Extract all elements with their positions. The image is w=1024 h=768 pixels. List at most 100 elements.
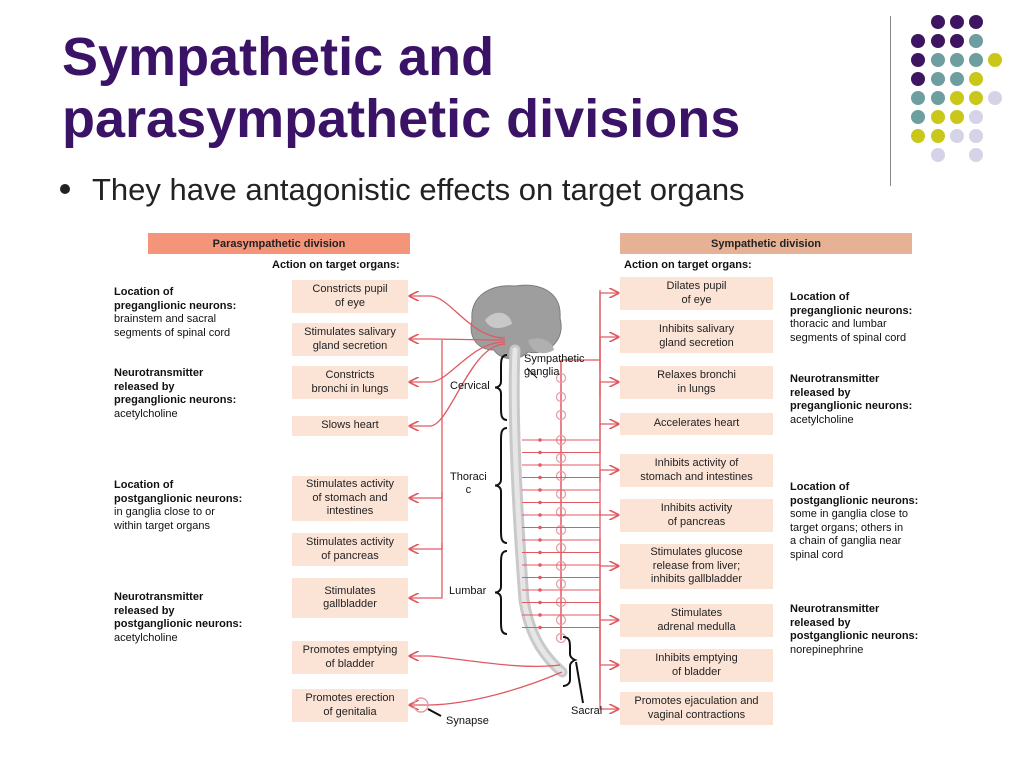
bullet-dot-icon	[60, 183, 70, 194]
sympathetic-action-box: Inhibits activity of stomach and intesti…	[620, 454, 773, 487]
decor-dot	[950, 129, 964, 143]
parasympathetic-note: Location of postganglionic neurons:in ga…	[114, 479, 242, 533]
nerve-dot	[538, 575, 542, 580]
nerve-dot	[538, 475, 542, 480]
cervical-label: Cervical	[450, 380, 490, 392]
decor-dot	[931, 148, 945, 162]
sacral-nerve-line	[410, 656, 561, 667]
decor-dot	[950, 34, 964, 48]
sympathetic-header: Sympathetic division	[620, 233, 912, 254]
decor-dot	[931, 72, 945, 86]
sympathetic-action-box: Accelerates heart	[620, 413, 773, 435]
ganglion-icon	[555, 506, 567, 518]
parasympathetic-nerve-line	[410, 339, 506, 340]
decor-dot	[931, 129, 945, 143]
nerve-dot	[538, 450, 542, 455]
decor-dot	[969, 91, 983, 105]
sympathetic-note-heading: Location of preganglionic neurons:	[790, 291, 913, 317]
synapse-label: Synapse	[446, 715, 489, 727]
parasympathetic-note-text: brainstem and sacral segments of spinal …	[114, 313, 231, 339]
decor-dot	[988, 53, 1002, 67]
sympathetic-nerve-line	[599, 424, 618, 454]
parasympathetic-note-text: acetylcholine	[114, 631, 178, 644]
parasympathetic-nerve-line	[410, 543, 443, 549]
parasympathetic-note-heading: Location of postganglionic neurons:	[114, 479, 243, 505]
ganglion-icon	[555, 578, 567, 590]
parasympathetic-nerve-line	[410, 343, 506, 426]
sympathetic-nerve-line	[599, 538, 618, 566]
sympathetic-action-box: Inhibits salivary gland secretion	[620, 320, 773, 353]
decor-dot	[950, 53, 964, 67]
title-line-2: parasympathetic divisions	[62, 89, 741, 149]
parasympathetic-header: Parasympathetic division	[148, 233, 410, 254]
parasympathetic-action-box: Promotes erection of genitalia	[292, 689, 408, 722]
nerve-dot	[538, 525, 542, 530]
decor-dot	[950, 91, 964, 105]
sympathetic-note-text: acetylcholine	[790, 413, 854, 426]
decor-dot	[911, 129, 925, 143]
decor-dot	[931, 91, 945, 105]
decor-dot	[950, 15, 964, 29]
sympathetic-ganglia-label: Sympathetic ganglia	[524, 353, 585, 378]
sympathetic-action-box: Inhibits emptying of bladder	[620, 649, 773, 682]
ganglion-icon	[555, 524, 567, 536]
sympathetic-note-heading: Location of postganglionic neurons:	[790, 481, 919, 507]
title-line-1: Sympathetic and	[62, 27, 495, 87]
parasympathetic-action-box: Constricts bronchi in lungs	[292, 366, 408, 399]
parasympathetic-action-label: Action on target organs:	[272, 259, 400, 271]
nerve-dot	[538, 600, 542, 605]
cervical-brace	[494, 354, 508, 421]
parasympathetic-action-box: Stimulates activity of stomach and intes…	[292, 476, 408, 521]
lumbar-brace	[494, 550, 508, 635]
bullet-item: They have antagonistic effects on target…	[60, 172, 745, 208]
nerve-dot	[538, 625, 542, 630]
parasympathetic-note-heading: Neurotransmitter released by preganglion…	[114, 367, 237, 406]
thoracic-label: Thoraci c	[450, 471, 487, 496]
ganglion-icon	[555, 372, 567, 384]
sympathetic-action-box: Relaxes bronchi in lungs	[620, 366, 773, 399]
decor-dot	[950, 110, 964, 124]
parasympathetic-note-text: in ganglia close to or within target org…	[114, 506, 215, 532]
sympathetic-nerve-line	[599, 566, 618, 620]
decor-dot	[969, 15, 983, 29]
sympathetic-note-heading: Neurotransmitter released by preganglion…	[790, 373, 913, 412]
decor-dot	[969, 53, 983, 67]
sympathetic-note: Location of preganglionic neurons:thorac…	[790, 291, 912, 345]
parasympathetic-note: Neurotransmitter released by postganglio…	[114, 591, 242, 645]
synapse-pointer	[427, 708, 442, 717]
parasympathetic-action-box: Stimulates gallbladder	[292, 578, 408, 618]
sacral-pointer	[575, 661, 584, 704]
decor-divider	[890, 16, 891, 186]
parasympathetic-action-box: Slows heart	[292, 416, 408, 436]
parasympathetic-note-text: acetylcholine	[114, 407, 178, 420]
decor-dot	[931, 53, 945, 67]
decor-dot	[911, 91, 925, 105]
parasympathetic-note-heading: Location of preganglionic neurons:	[114, 286, 237, 312]
sympathetic-note-heading: Neurotransmitter released by postganglio…	[790, 603, 919, 642]
sympathetic-nerve-line	[599, 594, 618, 665]
decor-dot	[911, 53, 925, 67]
decor-dot	[911, 72, 925, 86]
spinal-cord	[508, 344, 568, 678]
sympathetic-nerve-line	[599, 293, 618, 370]
decor-dot	[931, 110, 945, 124]
nerve-dot	[538, 613, 542, 617]
ganglion-icon	[555, 560, 567, 572]
nerve-dot	[538, 550, 542, 555]
decor-dot	[988, 91, 1002, 105]
parasympathetic-nerve-line	[410, 296, 506, 339]
decor-dot	[969, 148, 983, 162]
sympathetic-action-label: Action on target organs:	[624, 259, 752, 271]
dot-grid-decoration	[911, 15, 1002, 162]
decor-dot	[969, 110, 983, 124]
nerve-dot	[538, 500, 542, 505]
decor-dot	[931, 34, 945, 48]
decor-dot	[950, 72, 964, 86]
parasympathetic-note-heading: Neurotransmitter released by postganglio…	[114, 591, 243, 630]
sympathetic-note-text: some in ganglia close to target organs; …	[790, 508, 909, 561]
synapse-icon	[413, 697, 429, 713]
cerebellum-icon	[528, 338, 554, 354]
decor-dot	[911, 34, 925, 48]
